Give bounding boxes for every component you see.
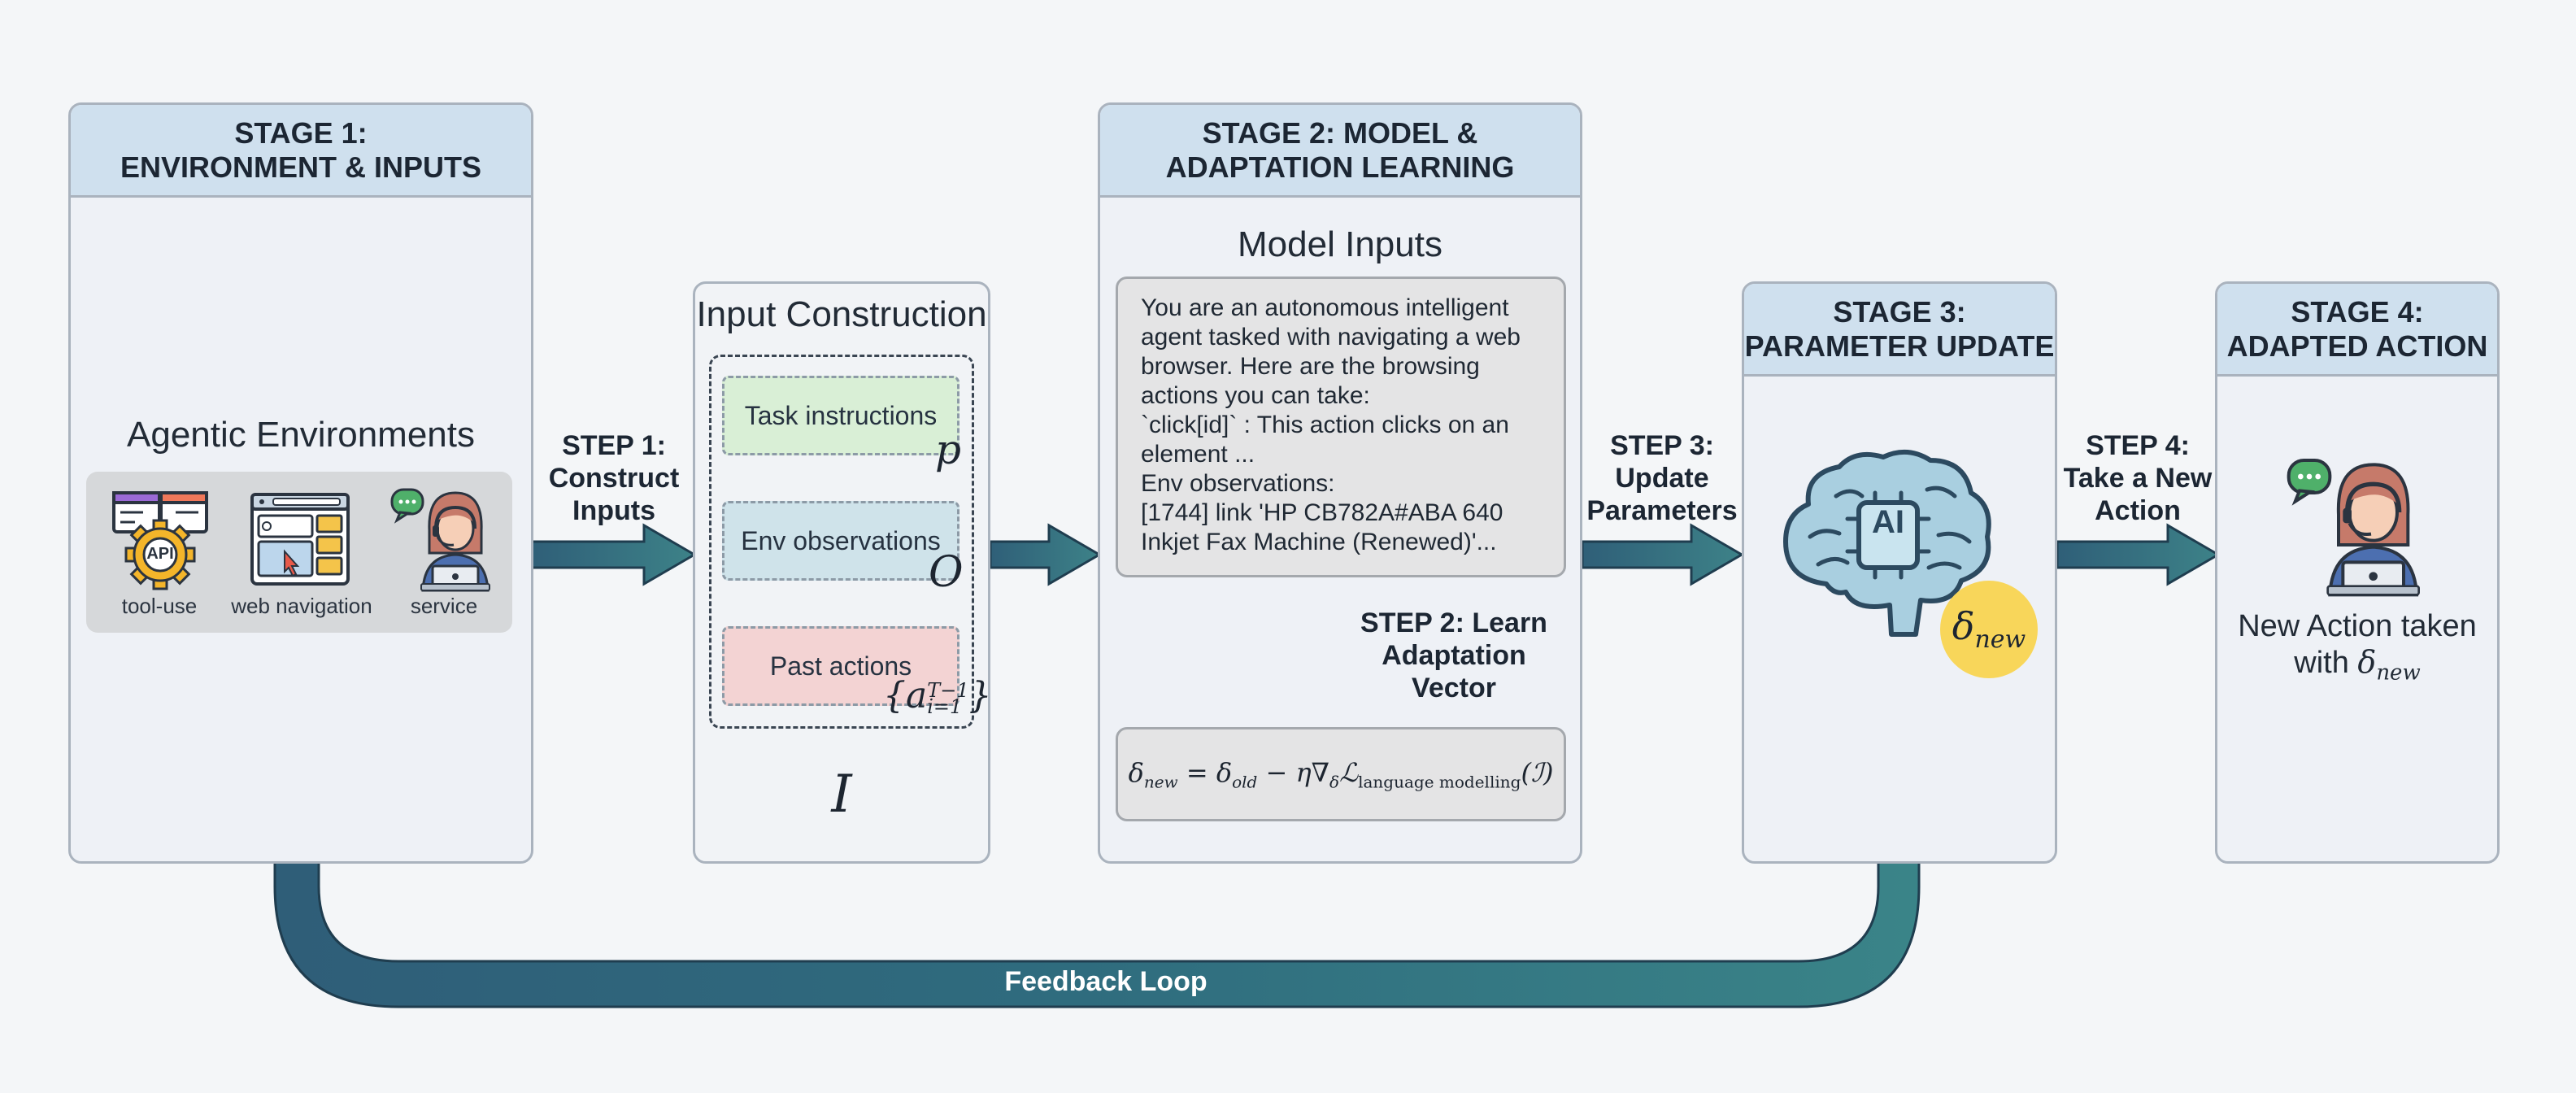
step3-line1: STEP 3:: [1610, 430, 1714, 461]
prompt-line: [1744] link 'HP CB782A#ABA 640: [1141, 499, 1503, 526]
step4-line1: STEP 4:: [2086, 430, 2190, 461]
prompt-line: Env observations:: [1141, 470, 1335, 497]
stage2-title-line1: STAGE 2: MODEL &: [1202, 115, 1478, 150]
adapted-action-caption-line1: New Action taken: [2238, 609, 2477, 643]
customer-service-agent-icon: [390, 488, 490, 592]
update-formula-box: δnew = δold − η∇δℒlanguage modelling(ℐ): [1116, 727, 1566, 821]
api-icon-text: API: [146, 545, 174, 563]
step4-label: STEP 4: Take a New Action: [2057, 429, 2218, 527]
browser-window-icon: [250, 493, 350, 586]
step1-label: STEP 1: Construct Inputs: [537, 429, 691, 527]
past-actions-symbol-sup: T−1: [927, 678, 969, 702]
stage3-header: STAGE 3: PARAMETER UPDATE: [1744, 284, 2055, 377]
env-label-tool-use: tool-use: [121, 594, 198, 618]
delta-new-badge: δnew: [1940, 581, 2038, 678]
stage2-title-line2: ADAPTATION LEARNING: [1165, 150, 1515, 184]
prompt-line: element ...: [1141, 441, 1255, 468]
prompt-line: You are an autonomous intelligent: [1141, 294, 1509, 321]
stage1-title-line1: STAGE 1:: [234, 115, 368, 150]
stage3-title-line1: STAGE 3:: [1833, 294, 1966, 329]
stage2-header: STAGE 2: MODEL & ADAPTATION LEARNING: [1100, 105, 1580, 198]
step1-line2: Construct: [548, 463, 680, 494]
agentic-environments-title: Agentic Environments: [127, 415, 475, 455]
ai-chip-text: AI: [1872, 504, 1904, 540]
step4-arrow: [2056, 523, 2221, 586]
ai-brain-icon: [1783, 450, 1991, 637]
step3-line2: Update: [1615, 463, 1709, 494]
stage4-header: STAGE 4: ADAPTED ACTION: [2217, 284, 2497, 377]
step4-line2: Take a New: [2063, 463, 2213, 494]
step1-arrow: [530, 523, 697, 586]
prompt-line: Inkjet Fax Machine (Renewed)'...: [1141, 529, 1497, 555]
past-actions-symbol-close: }: [968, 675, 992, 716]
past-actions-symbol-sub: i=1: [927, 695, 963, 718]
step3-arrow: [1581, 523, 1744, 586]
input-construction-group: [709, 355, 974, 729]
past-actions-chip: Past actions: [722, 626, 959, 706]
prompt-line: browser. Here are the browsing: [1141, 353, 1480, 380]
stage4-title-line2: ADAPTED ACTION: [2226, 329, 2488, 363]
step2-line1: STEP 2: Learn: [1360, 607, 1547, 638]
step1-line3: Inputs: [572, 495, 655, 526]
model-prompt-box: You are an autonomous intelligent agent …: [1116, 277, 1566, 577]
step1-line1: STEP 1:: [562, 430, 666, 461]
prompt-line: actions you can take:: [1141, 382, 1370, 409]
step3-label: STEP 3: Update Parameters: [1582, 429, 1742, 527]
step4-line3: Action: [2095, 495, 2181, 526]
stage3-title-line2: PARAMETER UPDATE: [1744, 329, 2055, 363]
step2-line3: Vector: [1412, 673, 1496, 703]
construction-to-model-arrow: [989, 523, 1102, 586]
env-label-web-navigation: web navigation: [231, 594, 372, 618]
feedback-loop-arrow: [233, 632, 1921, 1008]
model-inputs-title: Model Inputs: [1238, 224, 1442, 264]
task-instructions-chip: Task instructions: [722, 376, 959, 455]
aggregate-input-symbol: I: [831, 764, 852, 825]
model-prompt-text: You are an autonomous intelligent agent …: [1118, 279, 1564, 572]
api-gear-icon: [112, 491, 208, 590]
adapted-action-caption-line2: with δnew: [2294, 644, 2421, 686]
past-actions-symbol-open: {a: [883, 675, 928, 716]
stage1-header: STAGE 1: ENVIRONMENT & INPUTS: [71, 105, 531, 198]
env-label-service: service: [410, 594, 478, 618]
task-instructions-symbol: p: [935, 426, 962, 473]
customer-service-agent-icon: [2287, 459, 2421, 597]
env-observations-symbol: O: [929, 548, 964, 597]
prompt-line: `click[id]` : This action clicks on an: [1141, 412, 1509, 438]
step3-line3: Parameters: [1586, 495, 1738, 526]
prompt-line: agent tasked with navigating a web: [1141, 324, 1521, 351]
adapted-action-caption: New Action taken with δnew: [2215, 608, 2500, 691]
stage4-title-line1: STAGE 4:: [2291, 294, 2424, 329]
stage1-title-line2: ENVIRONMENT & INPUTS: [120, 150, 482, 184]
input-construction-title: Input Construction: [696, 294, 987, 334]
feedback-loop-label: Feedback Loop: [1004, 966, 1208, 997]
step2-line2: Adaptation: [1382, 640, 1526, 671]
update-formula: δnew = δold − η∇δℒlanguage modelling(ℐ): [1128, 756, 1554, 792]
env-observations-chip: Env observations: [722, 501, 959, 581]
step2-label: STEP 2: Learn Adaptation Vector: [1356, 607, 1551, 704]
